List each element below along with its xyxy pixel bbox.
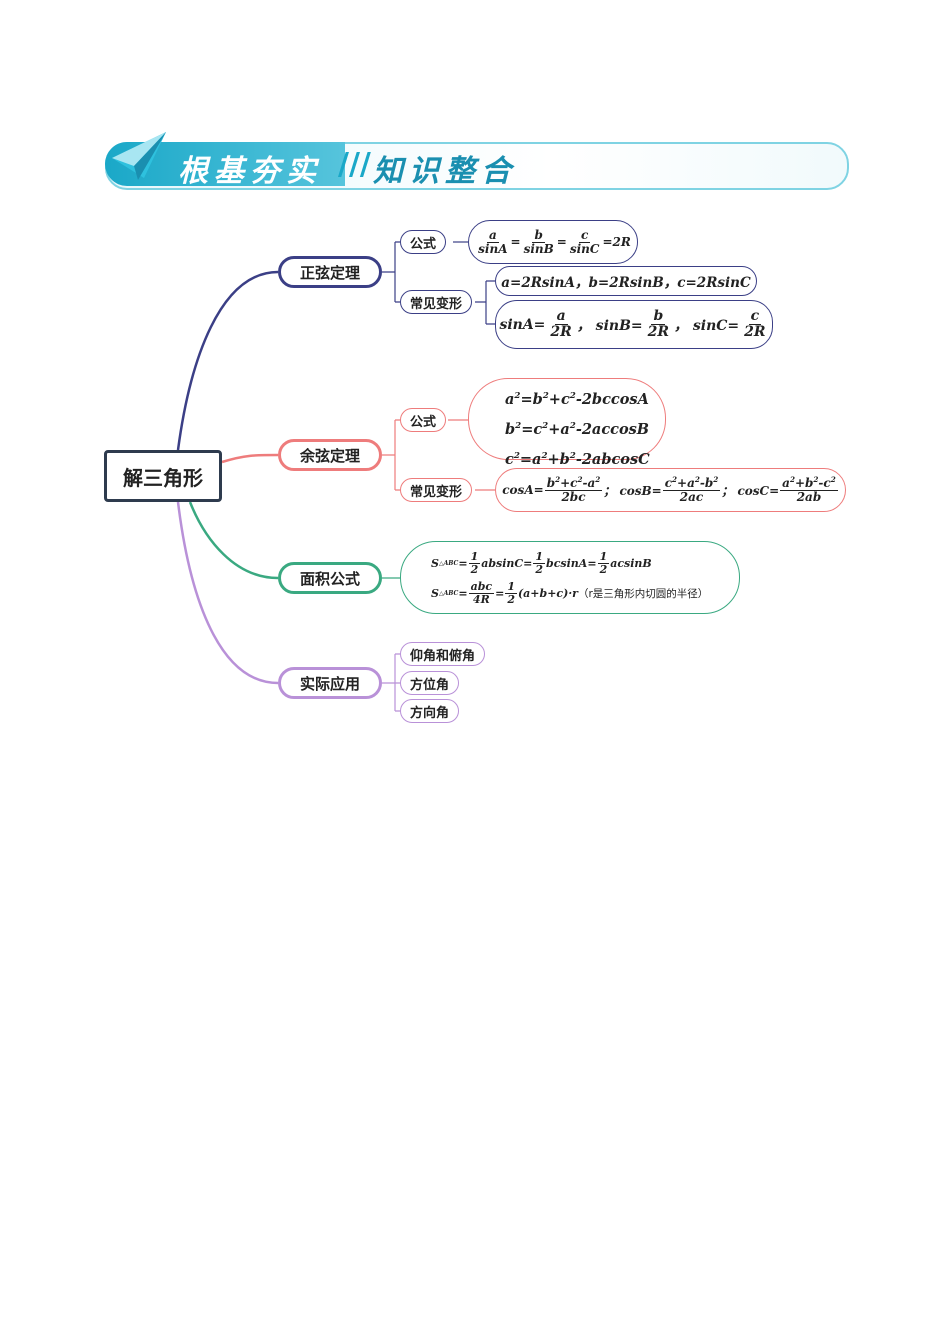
sine-formula-tag: 公式 <box>400 230 447 254</box>
sine-variant-box-1: a=2RsinA，b=2RsinB，c=2RsinC <box>495 266 757 296</box>
branch-sine-theorem: 正弦定理 <box>278 256 382 288</box>
branch-area-formula: 面积公式 <box>278 562 382 594</box>
paper-plane-icon <box>112 132 166 180</box>
banner-title-left: 根基夯实 <box>178 154 322 189</box>
branch-practical-application: 实际应用 <box>278 667 382 699</box>
cosine-variant-tag: 常见变形 <box>400 478 473 502</box>
sine-variant-tag: 常见变形 <box>400 290 473 314</box>
cosine-formula-tag: 公式 <box>400 408 447 432</box>
cosine-formula-box: a2=b2+c2-2bccosA b2=c2+a2-2accosB c2=a2+… <box>468 378 666 467</box>
cosine-formula-b: b2=c2+a2-2accosB <box>505 420 650 438</box>
application-item-direction: 方向角 <box>400 699 460 723</box>
banner-divider: /// <box>338 147 371 182</box>
root-node: 解三角形 <box>104 450 222 502</box>
application-item-azimuth: 方位角 <box>400 671 460 695</box>
cosine-formula-a: a2=b2+c2-2bccosA <box>505 390 649 408</box>
application-item-elevation: 仰角和俯角 <box>400 642 486 666</box>
banner-title-right: 知识整合 <box>373 154 517 189</box>
sine-formula-tail: =2R <box>602 235 631 249</box>
area-formula-note: （r是三角形内切圆的半径） <box>577 587 709 600</box>
cosine-formula-c: c2=a2+b2-2abcosC <box>505 450 650 468</box>
branch-cosine-theorem: 余弦定理 <box>278 439 382 471</box>
